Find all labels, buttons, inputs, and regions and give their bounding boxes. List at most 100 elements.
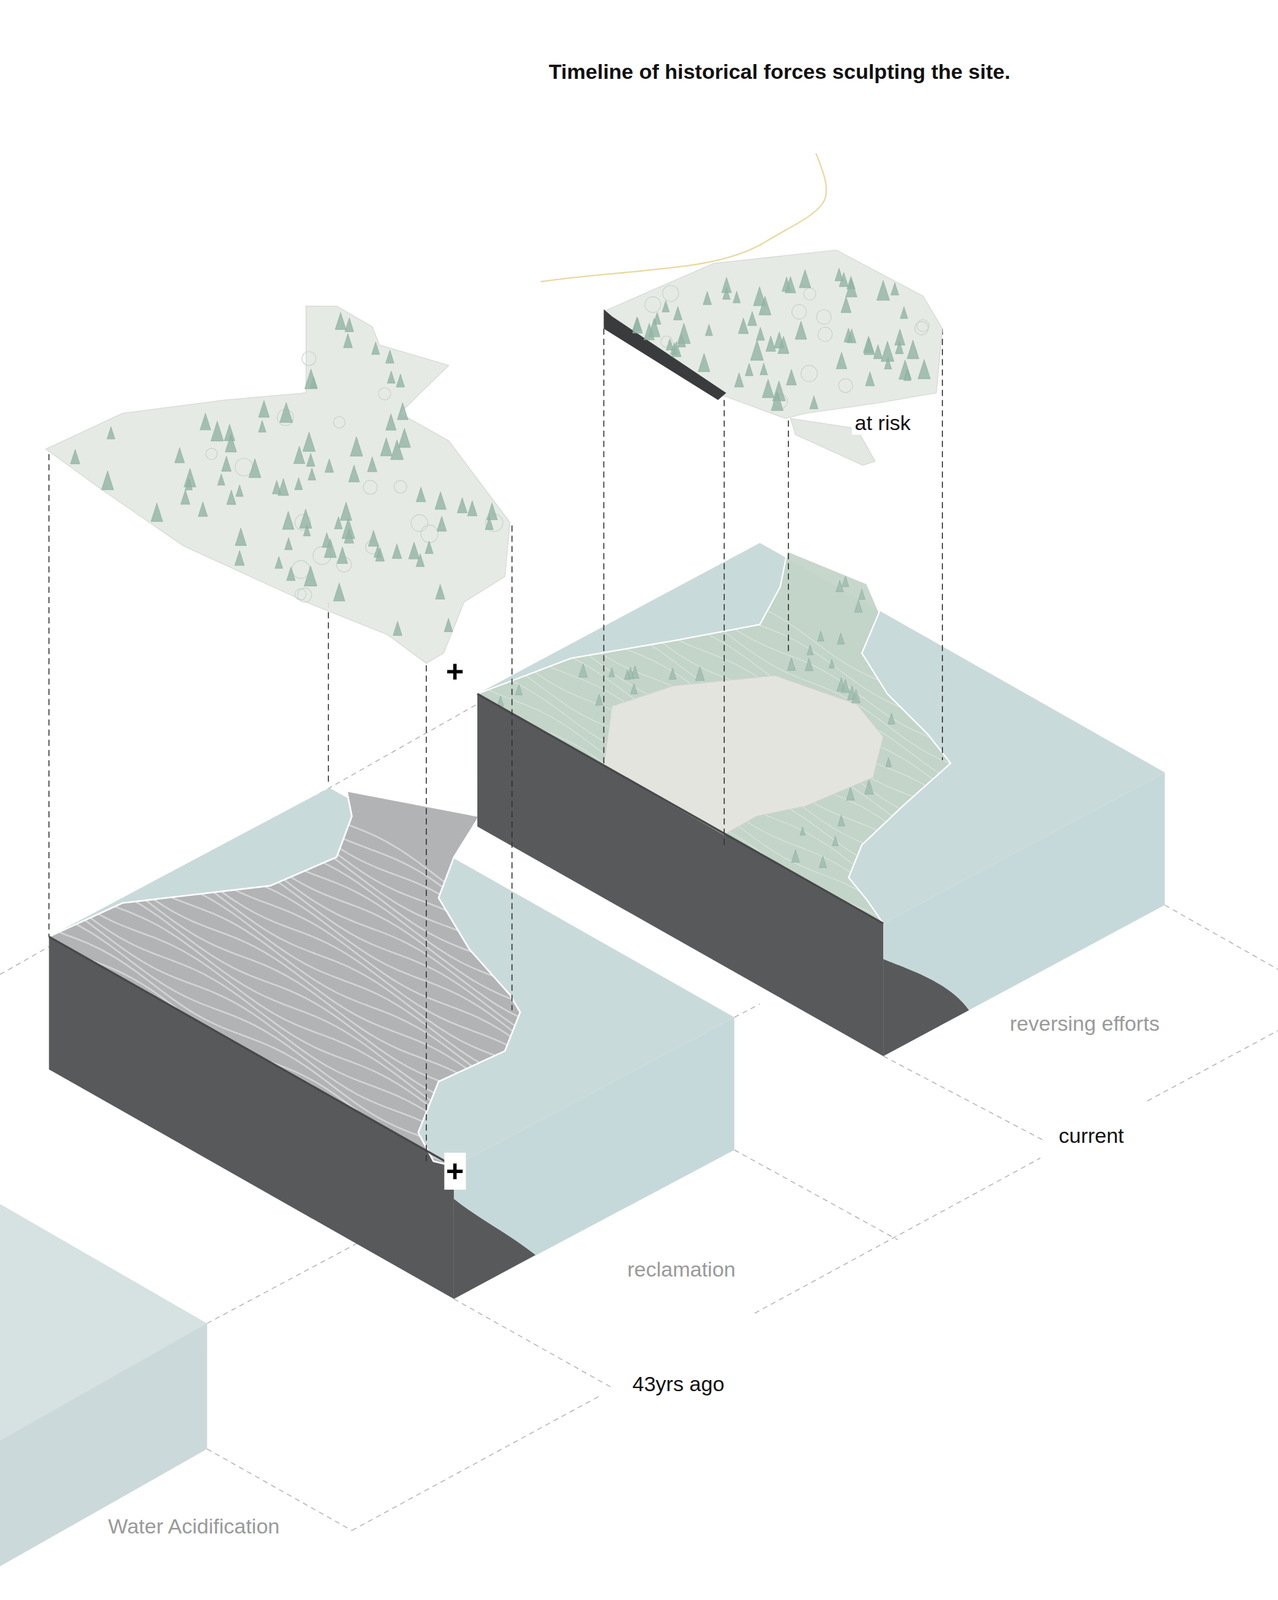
grid-line	[734, 1149, 898, 1240]
shrub-symbol	[301, 351, 316, 366]
tree-symbol	[385, 349, 395, 363]
tree-symbol	[185, 478, 193, 490]
land-outline	[477, 550, 951, 923]
tree-symbol	[791, 849, 800, 863]
tree-symbol	[371, 341, 380, 355]
tree-symbol	[70, 448, 80, 464]
tree-symbol	[632, 317, 643, 334]
time-label: current	[1055, 1122, 1128, 1149]
tree-symbol	[864, 338, 875, 355]
tree-symbol	[671, 341, 682, 358]
tree-symbol	[415, 553, 425, 567]
grid-line	[351, 1394, 602, 1530]
tree-symbol	[303, 431, 316, 452]
tree-symbol	[758, 296, 772, 316]
tree-symbol	[368, 530, 379, 547]
tree-symbol	[829, 659, 835, 668]
tree-symbol	[832, 835, 839, 846]
terrain-contours	[458, 436, 969, 977]
tree-symbol	[756, 327, 765, 340]
tree-symbol	[762, 379, 775, 398]
tree-symbol	[837, 814, 845, 826]
grid-line	[453, 1298, 613, 1388]
contour-line	[30, 774, 541, 1059]
tree-symbol	[235, 527, 247, 546]
tree-symbol	[907, 339, 919, 359]
tree-symbol	[234, 550, 245, 565]
contour-line	[458, 574, 969, 855]
contour-line	[458, 622, 969, 913]
contour-line	[30, 763, 541, 1052]
tree-symbol	[698, 352, 711, 372]
tree-symbol	[299, 508, 312, 528]
tree-symbol	[806, 644, 813, 655]
tree-symbol	[885, 757, 892, 767]
contour-line	[30, 826, 541, 1120]
tree-symbol	[864, 779, 874, 794]
tree-symbol	[760, 362, 768, 375]
contour-line	[458, 659, 969, 940]
tree-symbol	[235, 484, 244, 497]
contour-line	[30, 652, 541, 948]
tree-symbol	[677, 323, 691, 344]
tree-symbol	[668, 667, 677, 679]
terrain-contours	[30, 639, 541, 1216]
tree-symbol	[350, 436, 363, 457]
tree-symbol	[390, 439, 404, 460]
reclaimed-flat	[603, 675, 884, 834]
tree-symbol	[387, 370, 396, 384]
tree-symbol	[750, 339, 764, 361]
contour-line	[30, 809, 541, 1105]
tree-symbol	[174, 447, 185, 463]
shrub-symbol	[803, 287, 817, 300]
contour-line	[30, 787, 541, 1075]
shrub-group	[644, 285, 929, 409]
tree-symbol	[416, 487, 426, 502]
tree-symbol	[643, 323, 655, 340]
tree-symbol	[595, 694, 603, 706]
tree-symbol	[294, 477, 303, 490]
tree-symbol	[695, 666, 704, 681]
tree-symbol	[839, 272, 849, 287]
tree-symbol	[884, 357, 892, 369]
grid-line	[1164, 904, 1278, 969]
shrub-symbol	[644, 296, 661, 313]
state-label: at risk	[851, 409, 915, 435]
tree-symbol	[836, 352, 847, 369]
tree-symbol	[396, 373, 405, 387]
tree-symbol	[435, 583, 445, 599]
projection-line	[941, 328, 943, 760]
tree-symbol	[258, 420, 267, 433]
tree-symbol	[734, 372, 745, 387]
tree-symbol	[343, 333, 353, 348]
tree-symbol	[841, 679, 850, 693]
tree-symbol	[150, 502, 163, 522]
tree-symbol	[248, 458, 262, 478]
tree-symbol	[307, 468, 316, 481]
projection-line	[327, 601, 329, 786]
contour-line	[30, 718, 541, 1010]
contour-line	[30, 853, 541, 1137]
contour-line	[30, 684, 541, 974]
tree-symbol	[819, 856, 827, 868]
process-label: Water Acidification	[105, 1513, 283, 1539]
tree-symbol	[385, 413, 397, 430]
contour-line	[30, 888, 541, 1184]
process-label: reclamation	[623, 1256, 739, 1282]
tree-symbol	[225, 434, 238, 453]
tree-group	[497, 575, 895, 868]
contour-line	[30, 859, 541, 1144]
shrub-symbol	[363, 480, 378, 495]
tree-symbol	[903, 368, 911, 381]
soil-edge	[603, 309, 727, 400]
plus-symbol: +	[444, 652, 466, 690]
shrub-symbol	[295, 588, 307, 600]
tree-symbol	[732, 291, 741, 304]
tree-symbol	[795, 320, 807, 339]
tree-symbol	[841, 575, 849, 587]
tree-symbol	[198, 501, 208, 517]
tree-symbol	[624, 670, 631, 680]
tree-symbol	[609, 667, 615, 677]
